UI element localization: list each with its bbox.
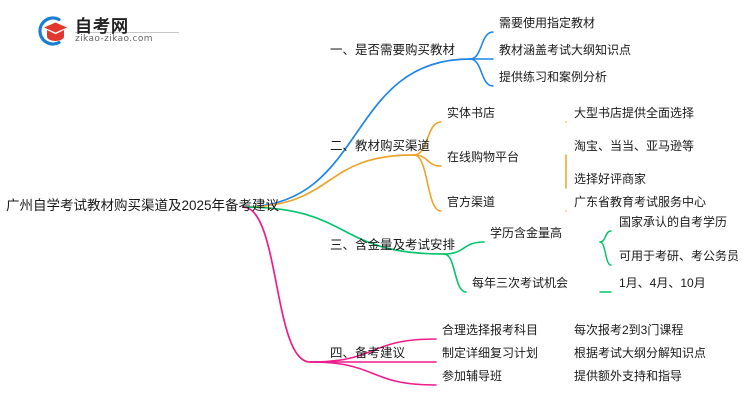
mindmap-leaf-4-2-1[interactable]: 根据考试大纲分解知识点 [574,346,707,360]
mindmap-sub-4-3[interactable]: 参加辅导班 [442,369,503,383]
site-logo[interactable]: 自考网 zikao-zikao.com [33,12,193,52]
mindmap-sub-3-2[interactable]: 每年三次考试机会 [472,276,569,290]
mindmap-leaf-4-3-1[interactable]: 提供额外支持和指导 [574,369,683,383]
mindmap-branch-label-2[interactable]: 二、教材购买渠道 [330,139,431,153]
mindmap-leaf-2-2-2[interactable]: 选择好评商家 [574,172,647,186]
logo-divider [75,32,179,33]
mindmap-leaf-3-1-2[interactable]: 可用于考研、考公务员 [619,249,740,263]
mindmap-leaf-1-3[interactable]: 提供练习和案例分析 [499,70,608,84]
logo-url: zikao-zikao.com [75,34,153,44]
mindmap-leaf-2-2-1[interactable]: 淘宝、当当、亚马逊等 [574,139,695,153]
graduation-cap-logo-icon [38,16,67,46]
mindmap-leaf-4-1-1[interactable]: 每次报考2到3门课程 [574,323,684,337]
mindmap-leaf-1-1[interactable]: 需要使用指定教材 [499,16,596,30]
mindmap-branch-label-4[interactable]: 四、备考建议 [330,346,406,360]
mindmap-root-node[interactable]: 广州自学考试教材购买渠道及2025年备考建议 [6,198,280,213]
logo-brand-name: 自考网 [75,17,129,36]
mindmap-leaf-3-2-1[interactable]: 1月、4月、10月 [619,276,706,290]
mindmap-leaf-2-1-1[interactable]: 大型书店提供全面选择 [574,106,695,120]
mindmap-sub-4-2[interactable]: 制定详细复习计划 [442,346,539,360]
mindmap-leaf-1-2[interactable]: 教材涵盖考试大纲知识点 [499,43,632,57]
mindmap-sub-2-1[interactable]: 实体书店 [447,106,496,120]
mindmap-sub-4-1[interactable]: 合理选择报考科目 [442,323,539,337]
mindmap-sub-2-2[interactable]: 在线购物平台 [447,150,520,164]
mindmap-sub-2-3[interactable]: 官方渠道 [447,195,496,209]
mindmap-branch-label-1[interactable]: 一、是否需要购买教材 [330,43,456,57]
mindmap-sub-3-1[interactable]: 学历含金量高 [490,226,563,240]
mindmap-leaf-2-3-1[interactable]: 广东省教育考试服务中心 [574,195,707,209]
mindmap-leaf-3-1-1[interactable]: 国家承认的自考学历 [619,215,728,229]
mindmap-branch-label-3[interactable]: 三、含金量及考试安排 [330,238,456,252]
